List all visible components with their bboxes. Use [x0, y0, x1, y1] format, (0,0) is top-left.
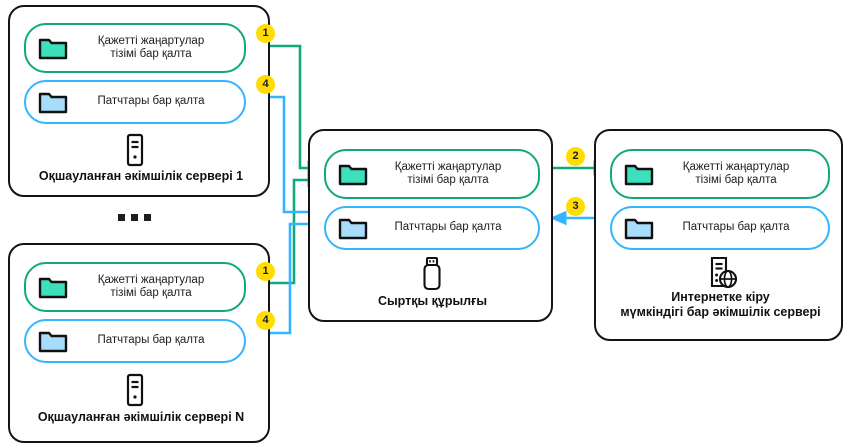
folder-label: Патчтары бар қалта: [394, 221, 502, 234]
folder-icon: [338, 218, 368, 240]
folder-icon: [624, 218, 654, 240]
folder-icon: [624, 164, 654, 186]
folder-icon: [338, 164, 368, 186]
folder-label: Қажетті жаңартулар тізімі бар қалта: [97, 34, 205, 61]
step-badge-1-bottom: 1: [256, 262, 275, 281]
ellipsis-separator: [118, 214, 151, 221]
ellipsis-dot: [131, 214, 138, 221]
folder-pill-updates[interactable]: Қажетті жаңартулар тізімі бар қалта: [24, 23, 246, 73]
group-caption: Интернетке кіру мүмкіндігі бар әкімшілік…: [620, 290, 821, 319]
folder-label: Қажетті жаңартулар тізімі бар қалта: [97, 273, 205, 300]
group-isolated-server-1: Қажетті жаңартулар тізімі бар қалта Патч…: [8, 5, 270, 197]
folder-label: Патчтары бар қалта: [682, 221, 790, 234]
step-badge-3: 3: [566, 197, 585, 216]
folder-pill-updates[interactable]: Қажетті жаңартулар тізімі бар қалта: [24, 262, 246, 312]
folder-label: Қажетті жаңартулар тізімі бар қалта: [682, 160, 790, 187]
step-badge-1-top: 1: [256, 24, 275, 43]
folder-label: Патчтары бар қалта: [97, 334, 205, 347]
step-badge-4-top: 4: [256, 75, 275, 94]
folder-icon: [38, 277, 68, 299]
folder-icon: [38, 92, 68, 114]
server-icon: [126, 133, 144, 167]
folder-icon: [38, 331, 68, 353]
folder-pill-patches[interactable]: Патчтары бар қалта: [610, 206, 830, 250]
usb-drive-icon: [423, 256, 441, 291]
folder-icon: [38, 38, 68, 60]
folder-pill-updates[interactable]: Қажетті жаңартулар тізімі бар қалта: [610, 149, 830, 199]
group-caption: Оқшауланған әкімшілік сервері N: [37, 410, 245, 424]
folder-pill-updates[interactable]: Қажетті жаңартулар тізімі бар қалта: [324, 149, 540, 199]
group-caption: Сыртқы құрылғы: [377, 294, 488, 308]
group-isolated-server-n: Қажетті жаңартулар тізімі бар қалта Патч…: [8, 243, 270, 443]
group-external-device: Қажетті жаңартулар тізімі бар қалта Патч…: [308, 129, 553, 322]
folder-label: Патчтары бар қалта: [97, 95, 205, 108]
step-badge-4-bottom: 4: [256, 311, 275, 330]
folder-pill-patches[interactable]: Патчтары бар қалта: [24, 319, 246, 363]
server-globe-icon: [710, 256, 738, 289]
group-caption: Оқшауланған әкімшілік сервері 1: [38, 169, 244, 183]
step-badge-2: 2: [566, 147, 585, 166]
folder-label: Қажетті жаңартулар тізімі бар қалта: [394, 160, 502, 187]
folder-pill-patches[interactable]: Патчтары бар қалта: [324, 206, 540, 250]
server-icon: [126, 373, 144, 407]
folder-pill-patches[interactable]: Патчтары бар қалта: [24, 80, 246, 124]
group-internet-server: Қажетті жаңартулар тізімі бар қалта Патч…: [594, 129, 843, 341]
ellipsis-dot: [118, 214, 125, 221]
ellipsis-dot: [144, 214, 151, 221]
